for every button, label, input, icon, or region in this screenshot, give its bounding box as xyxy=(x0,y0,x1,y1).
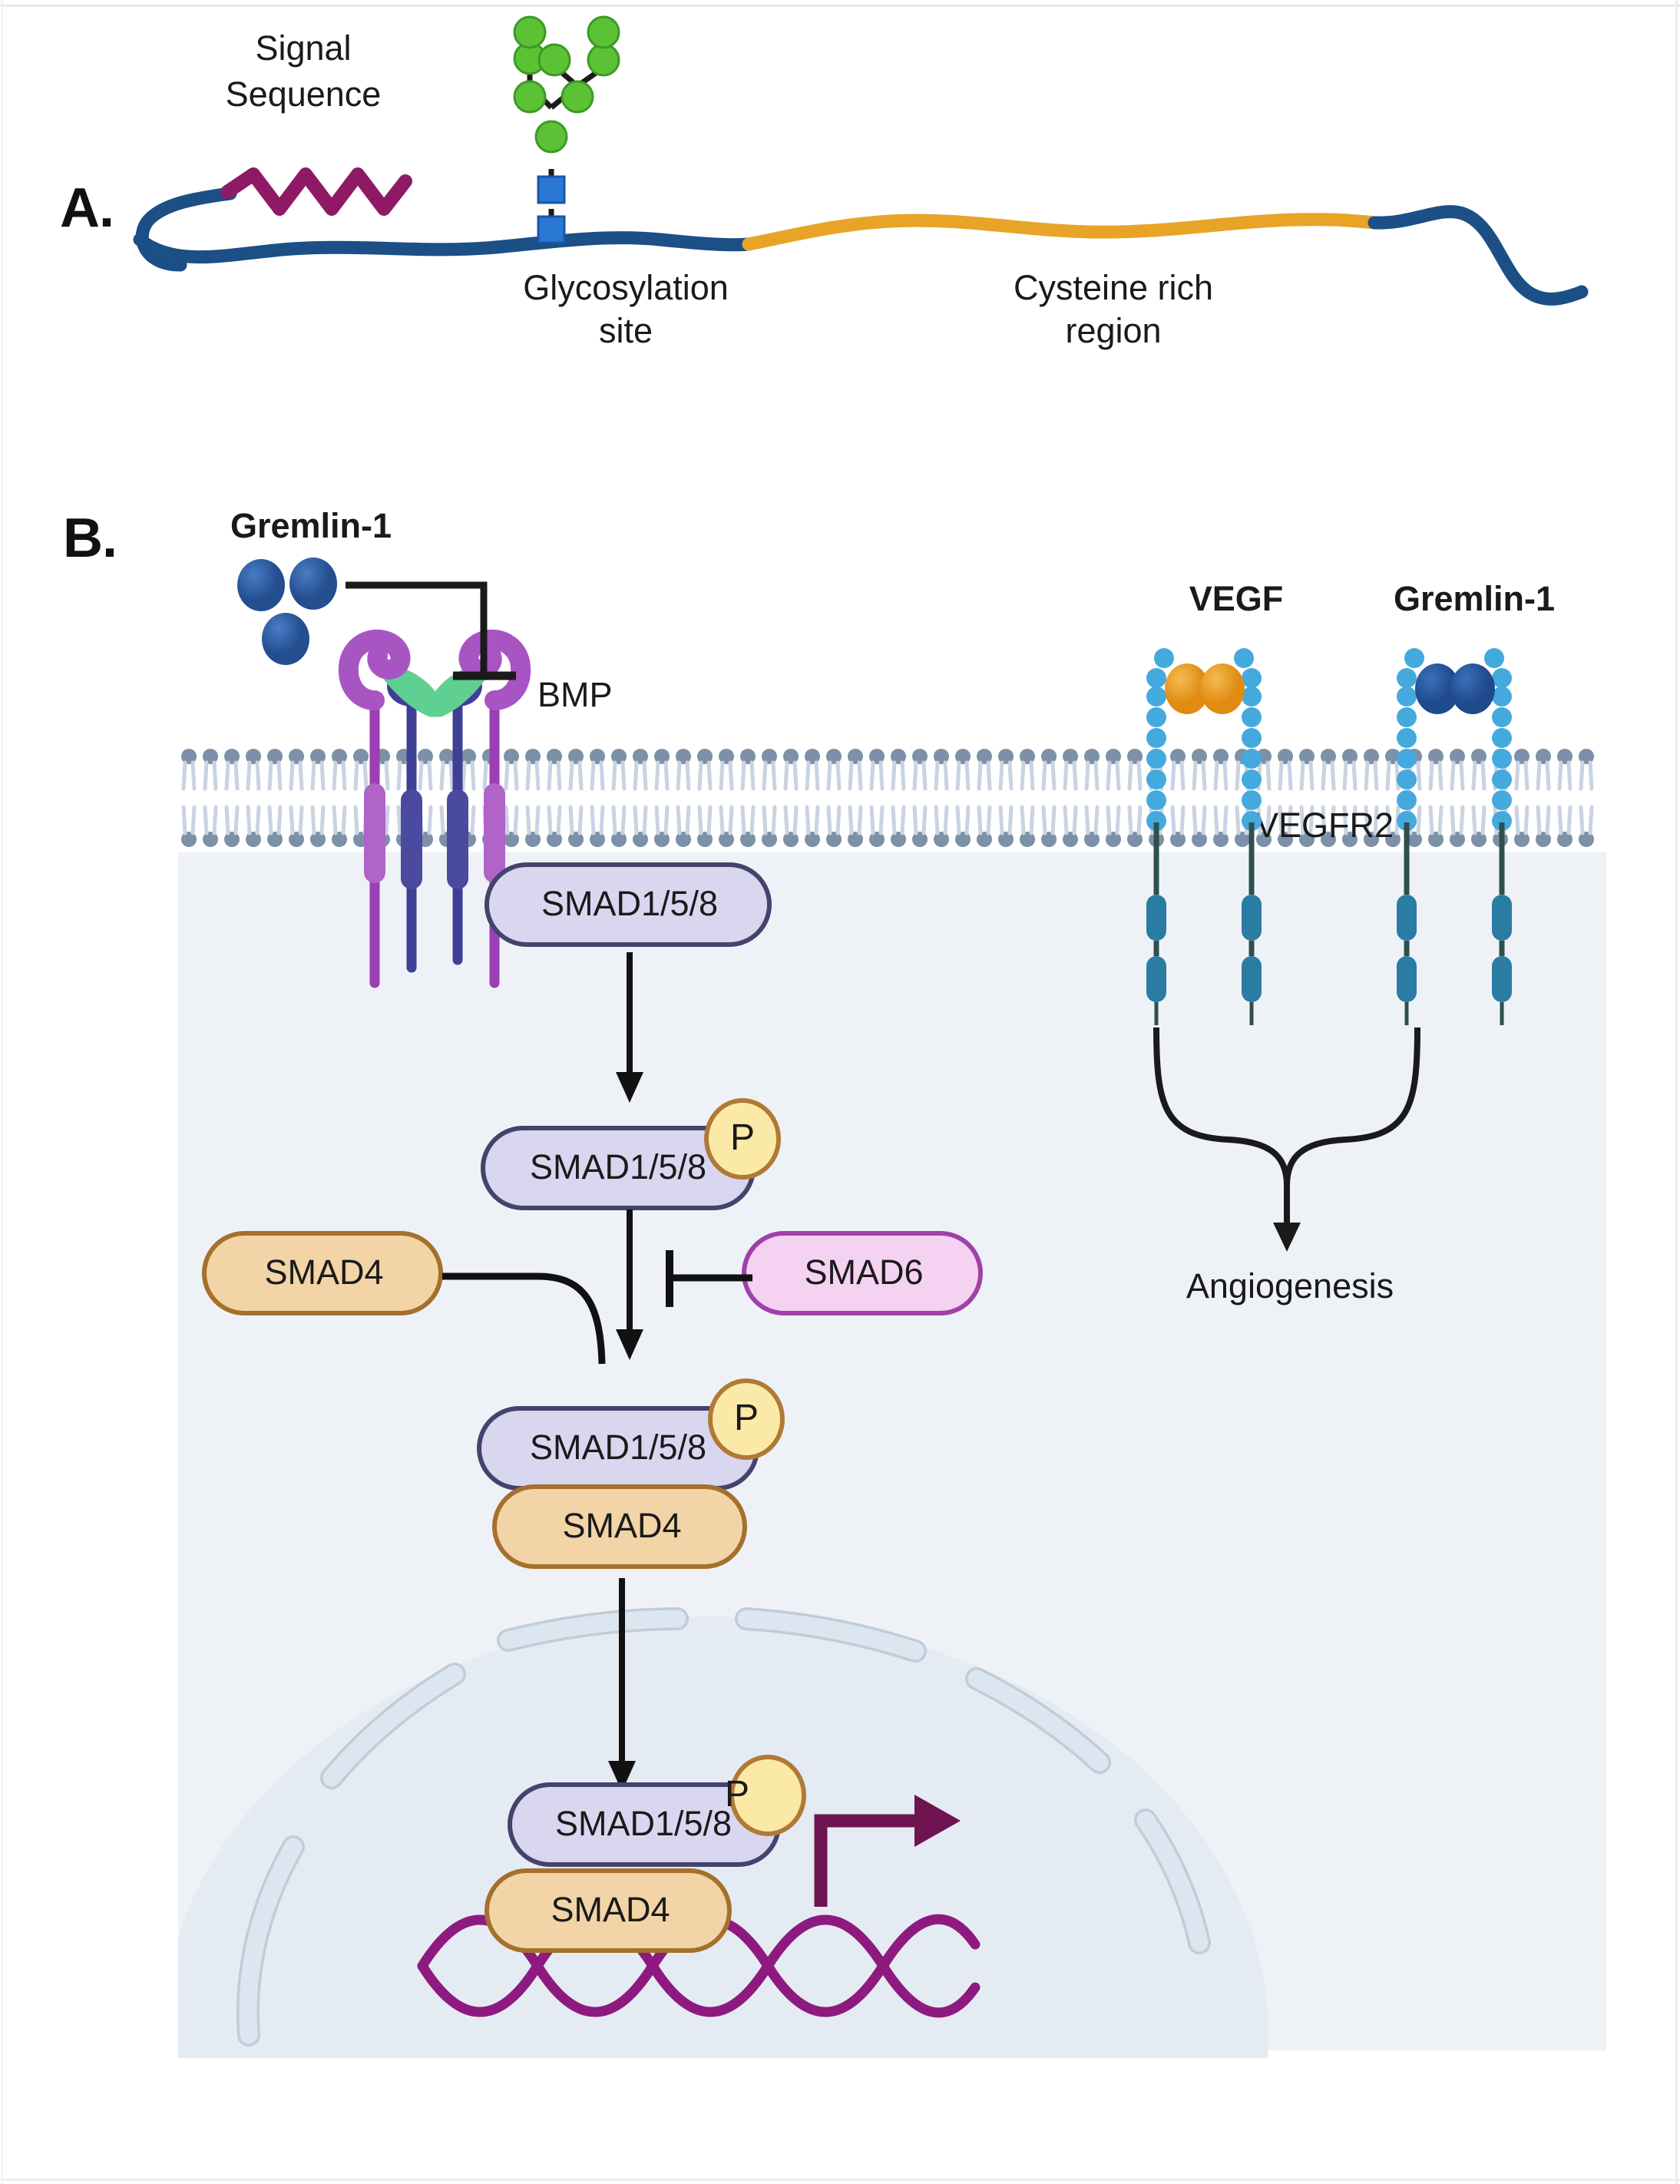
gremlin-subunit-2 xyxy=(289,558,337,610)
figure-bottom-border xyxy=(0,2179,1680,2181)
vegfr2-label: VEGFR2 xyxy=(1255,806,1394,845)
panel-b-letter: B. xyxy=(63,508,117,569)
cysteine-rich-label-line1: Cysteine rich xyxy=(1013,268,1214,307)
gremlin-inhibits-bmp-connector xyxy=(346,581,516,680)
arrow-smad-complex-formation xyxy=(616,1209,643,1360)
smad6-inhibition-connector xyxy=(666,1250,752,1307)
gremlin-subunit-3 xyxy=(262,613,309,665)
smad4-nuclear-label: SMAD4 xyxy=(551,1890,670,1929)
vegf-subunit-1 xyxy=(1165,663,1209,714)
vegfr2-receptor-right-2 xyxy=(1484,648,1512,1025)
mannose-branch-left-1 xyxy=(513,80,547,114)
gremlin1-right-label: Gremlin-1 xyxy=(1393,579,1556,618)
protein-backbone-nterm xyxy=(136,187,237,272)
glycosylation-site-label-line2: site xyxy=(598,311,653,350)
angiogenesis-label: Angiogenesis xyxy=(1186,1266,1394,1305)
smad6-label: SMAD6 xyxy=(804,1252,924,1292)
gremlin-right-subunit-2 xyxy=(1450,663,1495,714)
phosphate-label-1: P xyxy=(729,1117,755,1158)
smad158-nuclear-node[interactable] xyxy=(507,1755,829,1867)
mannose-branch-right-2 xyxy=(537,43,571,77)
signal-sequence-label-line2: Sequence xyxy=(225,74,382,114)
phosphate-badge-3 xyxy=(729,1755,806,1836)
bmp-receptor-type2-ecd-left xyxy=(338,629,411,710)
signal-sequence-label-line1: Signal xyxy=(255,28,352,68)
nuclear-envelope xyxy=(236,1607,1211,2047)
phosphate-label-3: P xyxy=(724,1774,749,1815)
protein-backbone-cterm xyxy=(1367,205,1589,306)
smad4-complex-node[interactable] xyxy=(491,1482,752,1574)
smad4-join-connector xyxy=(442,1272,606,1365)
mannose-branch-right-3 xyxy=(587,43,620,77)
arrow-nuclear-translocation xyxy=(608,1578,636,1792)
glcnac-square-2 xyxy=(537,175,566,204)
gremlin1-left-label: Gremlin-1 xyxy=(230,506,392,545)
angiogenesis-connector xyxy=(1153,1027,1420,1252)
protein-backbone-mid-left xyxy=(133,231,756,264)
bmp-type2-kinase-right xyxy=(484,783,505,883)
smad158-nuclear-label: SMAD1/5/8 xyxy=(554,1804,733,1843)
figure-left-border xyxy=(2,0,3,2184)
smad158-complex-node[interactable] xyxy=(476,1378,799,1491)
phosphate-label-2: P xyxy=(733,1398,759,1438)
bmp-type1-kinase-right xyxy=(447,789,468,889)
mannose-residues xyxy=(513,15,620,154)
figure-top-border xyxy=(0,5,1680,7)
glcnac-square-1 xyxy=(537,215,566,244)
mannose-branch-right-1 xyxy=(561,80,594,114)
mannose-core xyxy=(534,120,568,154)
smad4-free-label: SMAD4 xyxy=(264,1252,384,1292)
smad158-phospho-node[interactable] xyxy=(480,1098,787,1210)
transcription-start-arrow xyxy=(814,1795,961,1907)
smad4-free-node[interactable] xyxy=(201,1229,447,1321)
gremlin-right-subunit-1 xyxy=(1415,663,1460,714)
smad158-complex-label: SMAD1/5/8 xyxy=(529,1428,707,1467)
vegfr2-receptor-right-1 xyxy=(1397,648,1424,1025)
vegfr2-receptor-left-2 xyxy=(1234,648,1262,1025)
mannose-branch-right-4 xyxy=(587,15,620,49)
panel-a-protein-schematic xyxy=(133,15,1589,306)
vegf-label: VEGF xyxy=(1189,579,1284,618)
mannose-branch-left-3 xyxy=(513,15,547,49)
signal-sequence-segment xyxy=(220,167,412,216)
smad4-nuclear-node[interactable] xyxy=(484,1866,745,1958)
phosphate-badge xyxy=(704,1098,781,1180)
smad4-complex-label: SMAD4 xyxy=(562,1506,682,1545)
vegfr2-receptor-pair-group[interactable] xyxy=(1136,641,1643,1071)
smad158-phospho-label: SMAD1/5/8 xyxy=(529,1147,707,1186)
vegf-subunit-2 xyxy=(1200,663,1245,714)
vegfr2-receptor-left-1 xyxy=(1146,648,1174,1025)
panel-a-letter: A. xyxy=(60,177,114,239)
figure-right-border xyxy=(1675,0,1678,2184)
bmp-label: BMP xyxy=(537,675,613,714)
cysteine-rich-segment xyxy=(742,213,1381,251)
smad6-inhibitor-node[interactable] xyxy=(741,1229,987,1321)
smad158-cytoplasmic-node[interactable] xyxy=(484,860,776,952)
bmp-type2-kinase-left xyxy=(364,783,385,883)
gremlin1-left-molecule[interactable] xyxy=(223,553,422,706)
bmp-type1-kinase-left xyxy=(401,789,422,889)
glycosylation-site-label-line1: Glycosylation xyxy=(523,268,729,307)
bmp-ligand-left xyxy=(382,666,443,717)
arrow-smad-activation xyxy=(616,952,643,1103)
cysteine-rich-label-line2: region xyxy=(1065,311,1162,350)
phosphate-badge-2 xyxy=(708,1378,785,1460)
smad158-cytoplasmic-label: SMAD1/5/8 xyxy=(541,884,719,923)
gremlin-subunit-1 xyxy=(237,559,285,611)
